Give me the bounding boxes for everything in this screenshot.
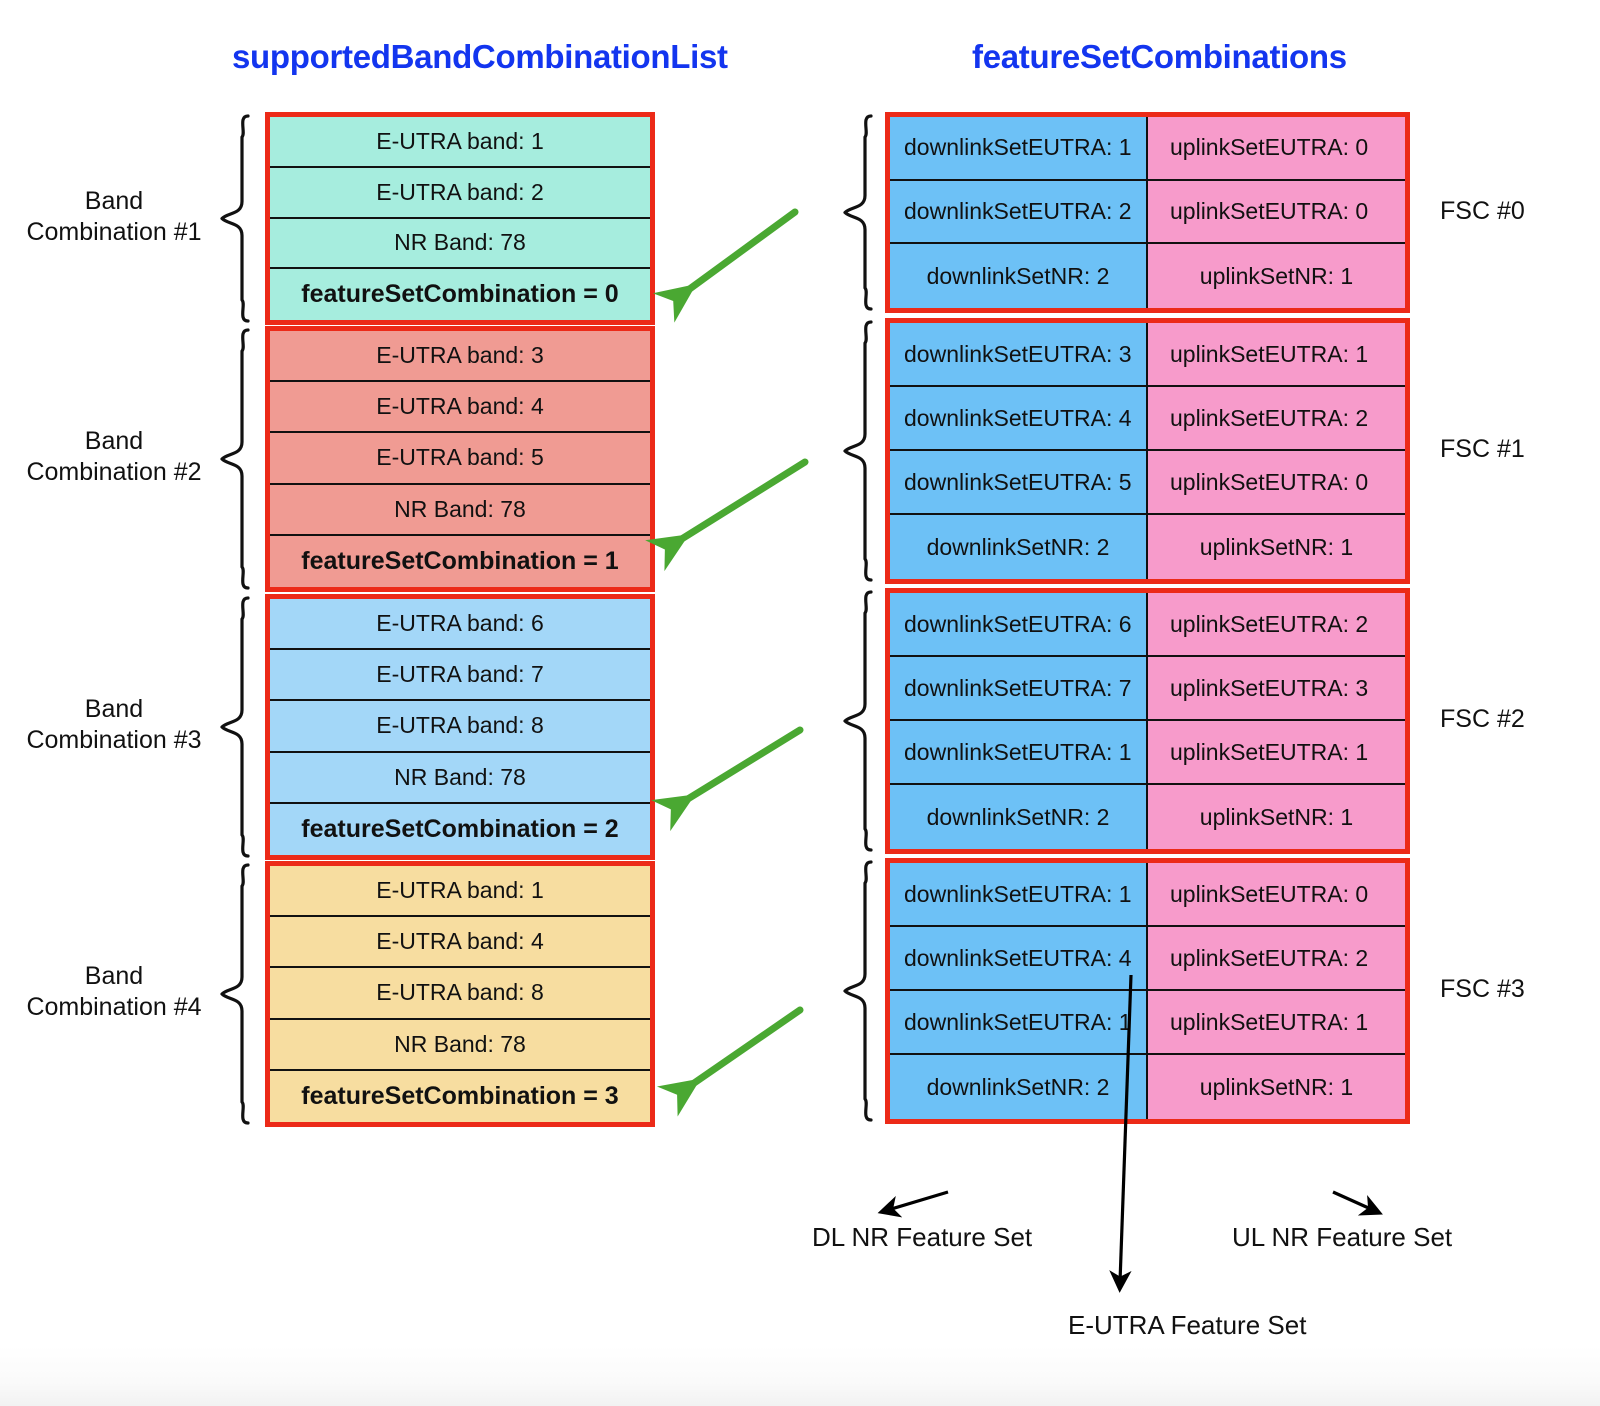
downlink-cell: downlinkSetEUTRA: 4	[890, 927, 1148, 989]
feature-set-combination-row: featureSetCombination = 1	[301, 546, 619, 575]
downlink-cell: downlinkSetNR: 2	[890, 244, 1148, 308]
downlink-cell: downlinkSetEUTRA: 3	[890, 323, 1148, 385]
uplink-cell: uplinkSetNR: 1	[1148, 1055, 1405, 1119]
mapping-arrows	[645, 208, 809, 1117]
uplink-cell: uplinkSetEUTRA: 0	[1148, 863, 1405, 925]
uplink-cell: uplinkSetNR: 1	[1148, 244, 1405, 308]
band-row: E-UTRA band: 8	[270, 968, 650, 1020]
annotation-label: E-UTRA Feature Set	[1068, 1310, 1307, 1340]
uplink-cell: uplinkSetEUTRA: 0	[1148, 117, 1405, 179]
band-row: E-UTRA band: 2	[270, 168, 650, 219]
left-column-title: supportedBandCombinationList	[232, 38, 728, 75]
band-combination-label-line2: Combination #2	[26, 458, 202, 486]
downlink-cell: downlinkSetEUTRA: 5	[890, 451, 1148, 513]
downlink-cell: downlinkSetEUTRA: 1	[890, 991, 1148, 1053]
downlink-cell: downlinkSetEUTRA: 1	[890, 117, 1148, 179]
ul-nr-leader	[1332, 1190, 1383, 1216]
uplink-cell: uplinkSetEUTRA: 2	[1148, 387, 1405, 449]
uplink-cell: uplinkSetEUTRA: 2	[1148, 927, 1405, 989]
dl-nr-leader	[877, 1190, 949, 1218]
uplink-cell: uplinkSetEUTRA: 1	[1148, 991, 1405, 1053]
uplink-cell: uplinkSetEUTRA: 0	[1148, 451, 1405, 513]
feature-set-combination-row: featureSetCombination = 2	[301, 814, 619, 843]
band-combination-label-line1: Band	[84, 695, 144, 723]
band-row: E-UTRA band: 8	[270, 701, 650, 753]
uplink-cell: uplinkSetNR: 1	[1148, 785, 1405, 849]
downlink-cell: downlinkSetEUTRA: 1	[890, 721, 1148, 783]
annotation-label: DL NR Feature Set	[812, 1222, 1033, 1252]
uplink-cell: uplinkSetEUTRA: 3	[1148, 657, 1405, 719]
band-combination-label-line2: Combination #3	[26, 726, 202, 754]
band-combination-label-line1: Band	[84, 186, 144, 215]
band-combination-label-line1: Band	[84, 962, 144, 990]
feature-set-combination-row: featureSetCombination = 3	[301, 1081, 619, 1110]
downlink-cell: downlinkSetNR: 2	[890, 785, 1148, 849]
uplink-cell: uplinkSetEUTRA: 1	[1148, 323, 1405, 385]
fsc-label: FSC #0	[1440, 196, 1525, 225]
downlink-cell: downlinkSetEUTRA: 1	[890, 863, 1148, 925]
downlink-cell: downlinkSetEUTRA: 7	[890, 657, 1148, 719]
fsc-braces	[843, 114, 873, 1122]
uplink-cell: uplinkSetNR: 1	[1148, 515, 1405, 579]
uplink-cell: uplinkSetEUTRA: 1	[1148, 721, 1405, 783]
downlink-cell: downlinkSetNR: 2	[890, 515, 1148, 579]
band-combination-label-line2: Combination #1	[26, 217, 202, 246]
bottom-gradient	[0, 1346, 1600, 1406]
band-combination-label-line2: Combination #4	[26, 993, 202, 1021]
fsc-label: FSC #2	[1440, 705, 1525, 733]
band-row: E-UTRA band: 6	[270, 599, 650, 651]
feature-set-combination-row: featureSetCombination = 0	[301, 280, 619, 309]
band-row: NR Band: 78	[270, 485, 650, 536]
band-row: E-UTRA band: 4	[270, 382, 650, 434]
fsc-label: FSC #1	[1440, 435, 1525, 463]
downlink-cell: downlinkSetEUTRA: 4	[890, 387, 1148, 449]
band-row: E-UTRA band: 7	[270, 650, 650, 702]
uplink-cell: uplinkSetEUTRA: 2	[1148, 593, 1405, 655]
downlink-cell: downlinkSetEUTRA: 6	[890, 593, 1148, 655]
band-row: E-UTRA band: 3	[270, 331, 650, 383]
annotation-label: UL NR Feature Set	[1232, 1222, 1453, 1252]
right-column-title: featureSetCombinations	[972, 38, 1347, 75]
band-row: NR Band: 78	[270, 1020, 650, 1071]
band-row: E-UTRA band: 1	[270, 117, 650, 168]
band-combination-braces	[220, 114, 250, 1125]
fsc-label: FSC #3	[1440, 975, 1525, 1003]
band-row: E-UTRA band: 1	[270, 866, 650, 918]
uplink-cell: uplinkSetEUTRA: 0	[1148, 180, 1405, 243]
band-combination-label-line1: Band	[84, 427, 144, 455]
band-row: NR Band: 78	[270, 219, 650, 270]
downlink-cell: downlinkSetNR: 2	[890, 1055, 1148, 1119]
band-row: E-UTRA band: 4	[270, 917, 650, 969]
band-row: NR Band: 78	[270, 753, 650, 804]
band-row: E-UTRA band: 5	[270, 433, 650, 485]
downlink-cell: downlinkSetEUTRA: 2	[890, 180, 1148, 243]
